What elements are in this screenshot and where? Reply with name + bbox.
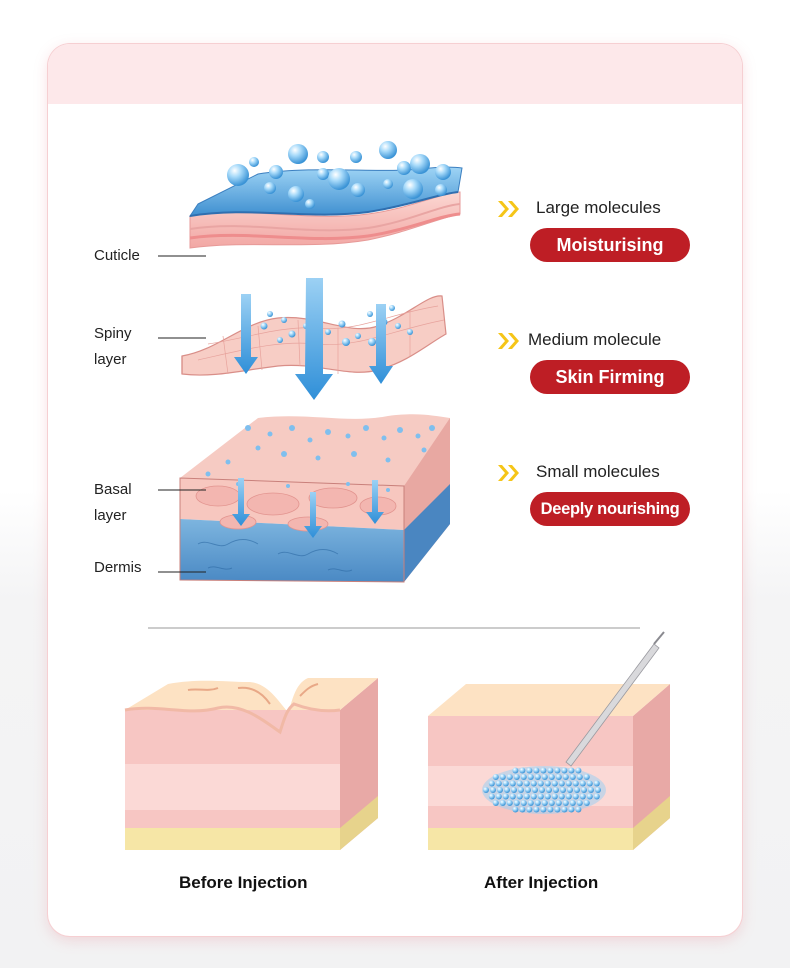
- double-chevron-icon: [498, 201, 519, 217]
- before-injection-illustration: [124, 678, 378, 850]
- label-spiny-line2: layer: [94, 351, 127, 368]
- molecule-label-large: Large molecules: [536, 198, 661, 217]
- cuticle-slab: [188, 166, 463, 249]
- label-basal-line2: layer: [94, 507, 127, 524]
- leader-lines: [158, 255, 206, 573]
- after-injection-illustration: [428, 631, 670, 850]
- content-card: Cuticle Spiny layer Basal layer Dermis L…: [48, 44, 742, 936]
- double-chevron-icon: [498, 465, 519, 481]
- label-cuticle: Cuticle: [94, 247, 140, 264]
- label-basal-line1: Basal: [94, 481, 132, 498]
- penetration-arrows-top: [234, 278, 393, 400]
- label-spiny-line1: Spiny: [94, 325, 132, 342]
- double-chevron-icon: [498, 333, 519, 349]
- skin-layers-illustration: [124, 141, 670, 850]
- benefit-badge-deeply-nourishing: Deeply nourishing: [530, 492, 690, 526]
- molecule-label-medium: Medium molecule: [528, 330, 662, 349]
- label-dermis: Dermis: [94, 559, 142, 576]
- molecule-label-small: Small molecules: [536, 462, 660, 481]
- caption-after-injection: After Injection: [484, 873, 599, 892]
- benefit-badge-skin-firming: Skin Firming: [530, 360, 690, 394]
- benefit-badge-moisturising: Moisturising: [530, 228, 690, 262]
- skin-cross-section-block: [179, 414, 450, 583]
- caption-before-injection: Before Injection: [179, 873, 308, 892]
- large-molecule-bubbles: [227, 141, 451, 209]
- card-header: [48, 44, 742, 104]
